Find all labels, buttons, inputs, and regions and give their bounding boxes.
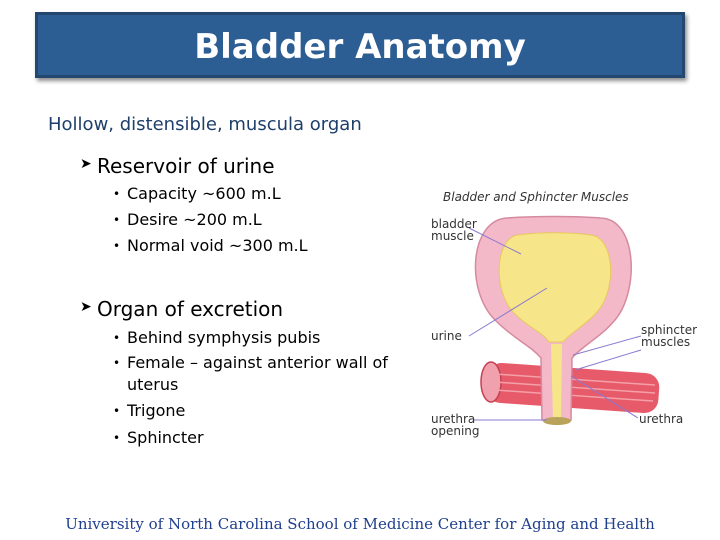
subbullet-text: Capacity ~600 m.L <box>127 184 281 203</box>
label-urethra: urethra <box>639 412 683 426</box>
footer-credit: University of North Carolina School of M… <box>65 515 655 533</box>
bullet-text: Organ of excretion <box>97 297 284 321</box>
bullet-dot-icon: • <box>113 431 121 445</box>
bullet-text: Reservoir of urine <box>97 154 275 178</box>
subbullet-text: Normal void ~300 m.L <box>127 236 308 255</box>
urethra-opening <box>543 417 571 425</box>
bullet-dot-icon: • <box>113 356 121 370</box>
label-urine: urine <box>431 329 462 343</box>
subbullet-text: Trigone <box>127 401 186 420</box>
figure-title: Bladder and Sphincter Muscles <box>443 190 629 204</box>
bullet-dot-icon: • <box>113 404 121 418</box>
bullet-dot-icon: • <box>113 187 121 201</box>
urine-cavity <box>498 232 612 343</box>
label-urethra-opening-1: urethra <box>431 412 475 426</box>
bullet-dot-icon: • <box>113 213 121 227</box>
label-sphincter: sphincter <box>641 323 697 337</box>
subbullet-text: Desire ~200 m.L <box>127 210 262 229</box>
bullet-dot-icon: • <box>113 239 121 253</box>
slide-title: Bladder Anatomy <box>194 27 526 67</box>
bladder-diagram: Bladder and Sphincter Muscles bladder mu… <box>425 180 697 450</box>
subbullet-text: Behind symphysis pubis <box>127 328 321 347</box>
label-muscles: muscles <box>641 335 690 349</box>
arrow-bullet-icon: ➤ <box>80 156 92 172</box>
bullet-dot-icon: • <box>113 331 121 345</box>
slide-subtitle: Hollow, distensible, muscula organ <box>48 114 362 135</box>
sphincter-muscle-band <box>480 361 660 414</box>
subbullet-text: Sphincter <box>127 428 204 447</box>
label-bladder: bladder <box>431 217 477 231</box>
title-bar: Bladder Anatomy <box>35 12 685 78</box>
label-muscle: muscle <box>431 229 474 243</box>
arrow-bullet-icon: ➤ <box>80 299 92 315</box>
pointer-lines <box>468 227 642 421</box>
subbullet-text: Female – against anterior wall of uterus <box>127 353 388 394</box>
label-urethra-opening-2: opening <box>431 424 480 438</box>
